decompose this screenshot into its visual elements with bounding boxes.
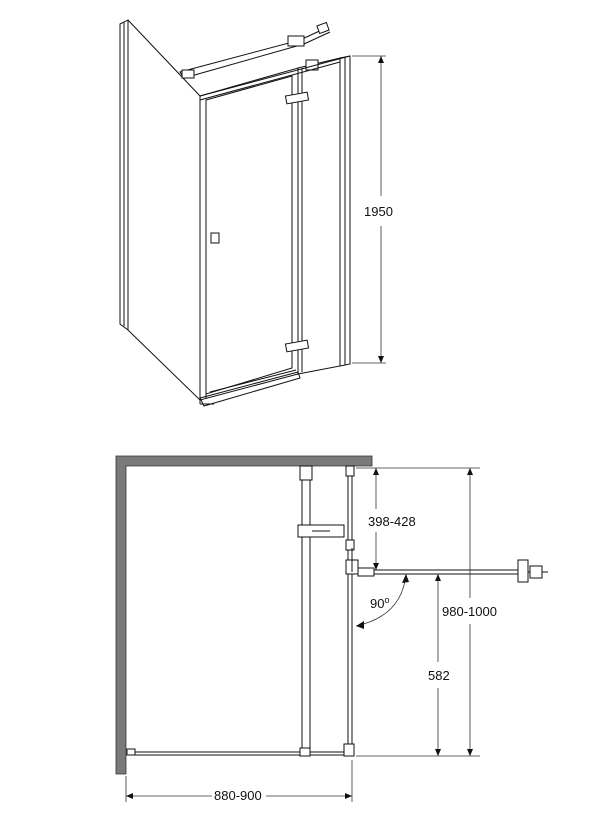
- side-panel-dimension: 398-428: [356, 467, 480, 570]
- wall-profile: [339, 55, 351, 367]
- side-total-dimension: 980-1000: [356, 468, 497, 757]
- height-dimension: 1950: [352, 55, 393, 364]
- front-glass-line: [126, 747, 355, 757]
- wall: [115, 455, 373, 775]
- side-total-label: 980-1000: [442, 604, 497, 619]
- fixed-panel: [297, 57, 341, 375]
- front-width-dimension: 880-900: [125, 760, 353, 803]
- stabilizer-bar-plan: [297, 465, 345, 748]
- enclosure-3d-view: 1950: [119, 19, 393, 407]
- height-label: 1950: [364, 204, 393, 219]
- swing-arc: 90o: [355, 573, 409, 629]
- stabilizer-bar: [179, 21, 331, 79]
- fixed-panel-dimension: 582: [428, 574, 450, 756]
- enclosure-plan-view: 90o 398-428 980-1000 582: [115, 455, 548, 803]
- fixed-panel-label: 582: [428, 668, 450, 683]
- side-panel-plan: [343, 465, 355, 757]
- angle-label: 90o: [370, 595, 389, 611]
- hinge-top: [284, 91, 310, 105]
- bottom-threshold: [199, 369, 301, 407]
- door-handle: [210, 232, 220, 244]
- side-panel-label: 398-428: [368, 514, 416, 529]
- front-width-label: 880-900: [214, 788, 262, 803]
- hinge-bottom: [284, 339, 310, 353]
- door-open-position: [345, 548, 548, 583]
